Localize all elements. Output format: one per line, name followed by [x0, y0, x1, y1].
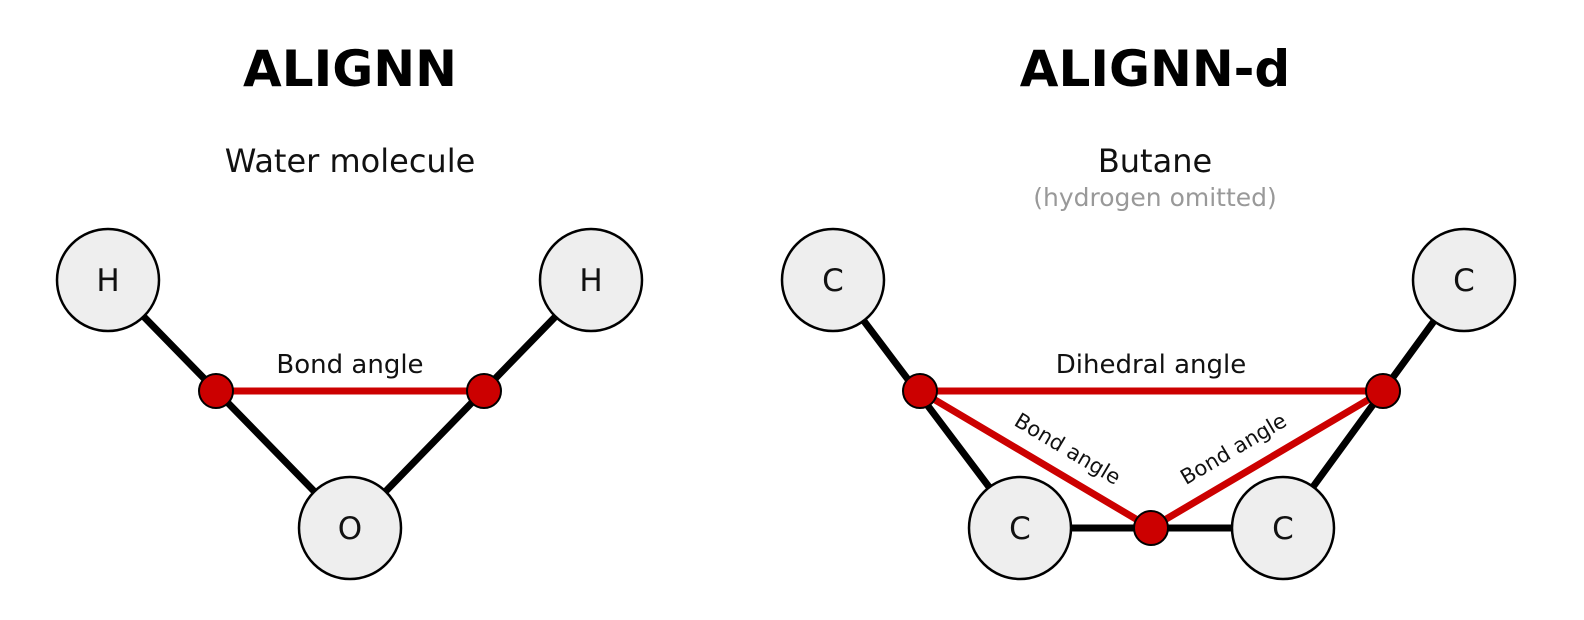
atom-c4: C	[1411, 227, 1517, 333]
atom-h-left: H	[55, 227, 161, 333]
atom-c3-label: C	[1272, 511, 1294, 547]
bond-node-left	[198, 373, 234, 409]
bond-node-right	[466, 373, 502, 409]
bond-node-c3-c4	[1365, 373, 1401, 409]
bond-h1-o	[104, 276, 354, 532]
atom-c2: C	[967, 475, 1073, 581]
atom-c1-label: C	[822, 263, 844, 299]
bond-angle-edge-right	[1147, 387, 1387, 532]
atom-o-label: O	[338, 511, 362, 547]
atom-o: O	[297, 475, 403, 581]
atom-h-right-label: H	[579, 263, 602, 299]
atom-c1: C	[780, 227, 886, 333]
hydrogen-omitted-note: (hydrogen omitted)	[1033, 183, 1277, 212]
alignn-d-title: ALIGNN-d	[1020, 40, 1290, 98]
water-molecule-subtitle: Water molecule	[225, 142, 476, 180]
alignn-title: ALIGNN	[243, 40, 457, 98]
bond-angle-label: Bond angle	[276, 350, 423, 380]
bond-node-c1-c2	[902, 373, 938, 409]
atom-h-right: H	[538, 227, 644, 333]
butane-subtitle: Butane	[1098, 142, 1212, 180]
bond-node-c2-c3	[1133, 510, 1169, 546]
alignn-d-panel: ALIGNN-d Butane (hydrogen omitted) Dihed…	[780, 40, 1517, 581]
atom-c4-label: C	[1453, 263, 1475, 299]
bond-angle-edge-left	[916, 387, 1155, 532]
alignn-panel: ALIGNN Water molecule Bond angle H H O	[55, 40, 644, 581]
atom-c2-label: C	[1009, 511, 1031, 547]
bond-h2-o	[346, 276, 595, 532]
atom-h-left-label: H	[96, 263, 119, 299]
dihedral-angle-label: Dihedral angle	[1056, 350, 1246, 380]
atom-c3: C	[1230, 475, 1336, 581]
